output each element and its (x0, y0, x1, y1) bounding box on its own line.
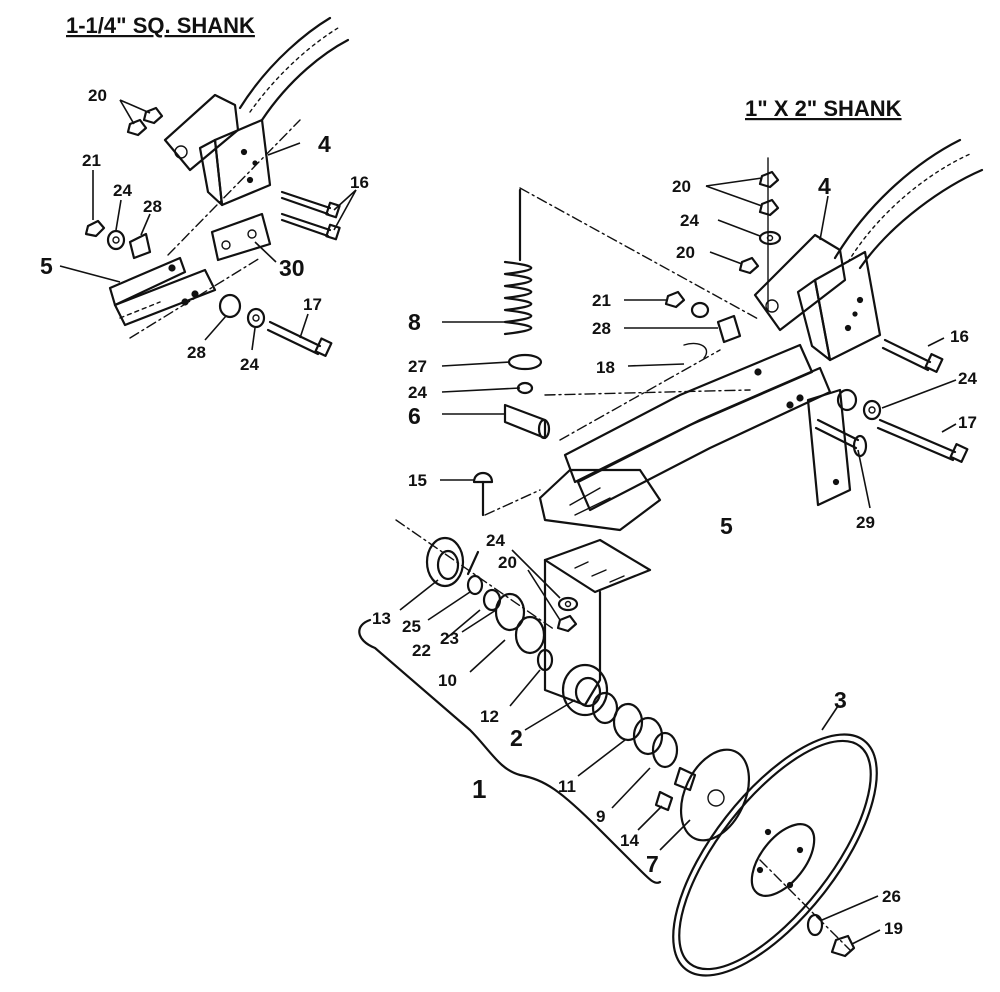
callout: 5 (40, 253, 53, 279)
callout: 4 (318, 131, 331, 157)
spring-coil (503, 188, 533, 336)
callout: 19 (884, 919, 903, 938)
callout: 11 (558, 777, 576, 796)
callout: 10 (438, 671, 457, 690)
callout: 7 (646, 851, 659, 877)
callout: 24 (113, 181, 132, 200)
callouts-sq: 20 4 21 24 28 16 5 30 17 28 24 (40, 86, 369, 374)
callout: 28 (143, 197, 162, 216)
callout: 21 (592, 291, 611, 310)
callout: 13 (372, 609, 391, 628)
callout: 3 (834, 687, 847, 713)
callout: 20 (672, 177, 691, 196)
callout: 5 (720, 513, 733, 539)
callout: 27 (408, 357, 427, 376)
callout: 24 (486, 531, 505, 550)
callout: 16 (950, 327, 969, 346)
callout: 22 (412, 641, 431, 660)
callout: 16 (350, 173, 369, 192)
callout: 23 (440, 629, 459, 648)
callout: 2 (510, 725, 523, 751)
callouts-rect: 20 4 24 20 21 28 16 8 18 27 24 24 6 17 1… (372, 173, 977, 938)
callout: 20 (498, 553, 517, 572)
sq-shank-assembly (59, 16, 357, 357)
callout: 4 (818, 173, 831, 199)
callout: 24 (958, 369, 977, 388)
hub-parts (425, 536, 751, 842)
callout: 12 (480, 707, 499, 726)
coulter-disc (672, 733, 878, 977)
callout: 9 (596, 807, 605, 826)
callout: 24 (408, 383, 427, 402)
heading-sq-shank: 1-1/4" SQ. SHANK (66, 13, 255, 38)
callout: 24 (240, 355, 259, 374)
callout: 25 (402, 617, 421, 636)
callout: 28 (592, 319, 611, 338)
callout: 1 (472, 774, 486, 804)
callout: 28 (187, 343, 206, 362)
callout: 18 (596, 358, 615, 377)
rect-shank-assembly (358, 138, 984, 977)
callout: 21 (82, 151, 101, 170)
callout: 17 (958, 413, 977, 432)
callout: 29 (856, 513, 875, 532)
callout: 24 (680, 211, 699, 230)
callout: 20 (676, 243, 695, 262)
callout: 14 (620, 831, 639, 850)
callout: 30 (279, 255, 305, 281)
callout: 6 (408, 403, 421, 429)
callout: 20 (88, 86, 107, 105)
heading-rect-shank: 1" X 2" SHANK (745, 96, 902, 121)
callout: 26 (882, 887, 901, 906)
callout: 17 (303, 295, 322, 314)
callout: 8 (408, 309, 421, 335)
callout: 15 (408, 471, 427, 490)
